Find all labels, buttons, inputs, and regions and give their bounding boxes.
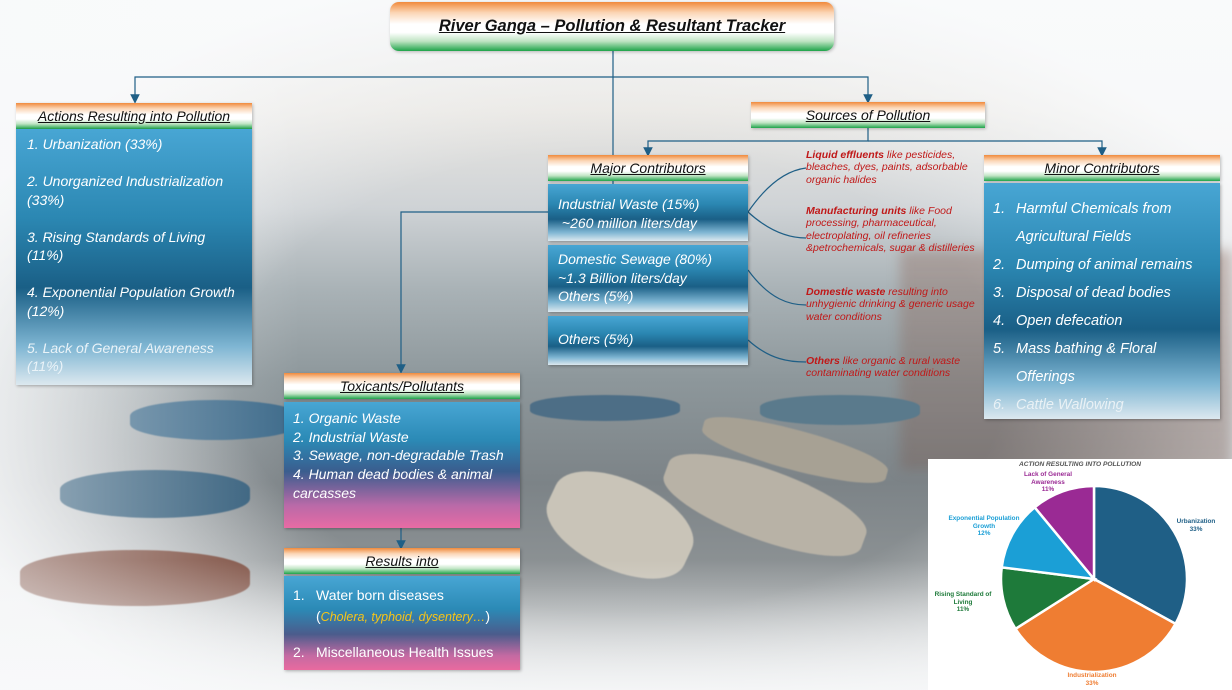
note-text: like pesticides, bleaches, dyes, paints,…	[806, 149, 968, 186]
minor-item: 4. Open defecation	[993, 307, 1210, 335]
actions-item: 1. Urbanization (33%)	[27, 136, 163, 152]
toxicant-item: 3. Sewage, non-degradable Trash	[293, 447, 504, 464]
note-others: Others like organic & rural waste contam…	[806, 355, 986, 380]
note-text: like Food processing, pharmaceutical, el…	[806, 205, 975, 255]
minor-item: 6. Cattle Wallowing	[993, 391, 1210, 419]
note-bold: Others	[806, 355, 840, 367]
pie-slice-urbanization	[1092, 484, 1189, 626]
slice-label-name: Exponential Population Growth	[948, 515, 1020, 530]
result-item: 2. Miscellaneous Health Issues	[293, 642, 514, 662]
minor-item-text: Disposal of dead bodies	[1016, 285, 1171, 301]
others-label: Others (5%)	[558, 331, 634, 347]
actions-item: 2. Unorganized Industrialization (33%)	[27, 173, 224, 208]
minor-item-number: 4.	[993, 313, 1006, 329]
toxicants-header: Toxicants/Pollutants	[284, 373, 520, 399]
minor-item-number: 6.	[993, 397, 1006, 413]
boat	[760, 395, 920, 425]
slice-label-name: Urbanization	[1176, 518, 1216, 525]
result-item-number: 2.	[293, 644, 305, 660]
note-liquid-effluents: Liquid effluents like pesticides, bleach…	[806, 149, 986, 186]
minor-item-number: 2.	[993, 257, 1006, 273]
pie-slice-industrialization	[1013, 577, 1178, 674]
industrial-waste-box: Industrial Waste (15%) ~260 million lite…	[548, 184, 748, 241]
minor-item-text: Dumping of animal remains	[1016, 257, 1193, 273]
chart-title: ACTION RESULTING INTO POLLUTION	[1018, 461, 1142, 468]
paren-open: (	[316, 608, 321, 624]
minor-item-number: 3.	[993, 285, 1006, 301]
slice-label-pct: 33%	[1085, 679, 1099, 687]
result-item-number: 1.	[293, 587, 305, 603]
page-title: River Ganga – Pollution & Resultant Trac…	[390, 2, 834, 51]
actions-item: 3. Rising Standards of Living (11%)	[27, 228, 206, 264]
minor-item: 5. Mass bathing & Floral Offerings	[993, 335, 1210, 391]
minor-item-number: 5.	[993, 341, 1006, 357]
slice-label-name: Lack of General Awareness	[1024, 471, 1072, 486]
pie-chart	[999, 484, 1189, 674]
minor-item: 3. Disposal of dead bodies	[993, 279, 1210, 307]
boat	[530, 395, 680, 421]
pie-slice-exponential-population-growth	[1000, 505, 1097, 581]
toxicant-item: 1. Organic Waste	[293, 410, 401, 426]
actions-header: Actions Resulting into Pollution	[16, 103, 252, 129]
result-item: 1. Water born diseases (Cholera, typhoid…	[293, 585, 514, 627]
minor-item-text: Harmful Chemicals from Agricultural Fiel…	[1016, 201, 1172, 245]
minor-contributors-header: Minor Contributors	[984, 155, 1220, 181]
sources-header: Sources of Pollution	[751, 102, 985, 128]
slice-label-name: Rising Standard of Living	[934, 591, 992, 606]
domestic-sewage-others: Others (5%)	[558, 288, 634, 304]
pie-slice-lack-of-general-awareness	[1032, 484, 1096, 583]
note-manufacturing-units: Manufacturing units like Food processing…	[806, 205, 986, 255]
disease-examples: Cholera, typhoid, dysentery…	[320, 610, 486, 624]
results-list: 1. Water born diseases (Cholera, typhoid…	[284, 576, 520, 670]
note-text: like organic & rural waste contaminating…	[806, 355, 961, 380]
industrial-waste-label: Industrial Waste (15%)	[558, 196, 700, 212]
slice-label-pct: 33%	[1189, 525, 1203, 533]
actions-item: 4. Exponential Population Growth (12%)	[27, 284, 235, 319]
slice-label-pct: 12%	[977, 530, 991, 538]
slice-label-pct: 11%	[956, 606, 970, 614]
results-header: Results into	[284, 548, 520, 574]
actions-item: 5. Lack of General Awareness (11%)	[27, 339, 214, 375]
pie-chart-panel: ACTION RESULTING INTO POLLUTION Urbaniza…	[928, 459, 1232, 690]
toxicants-list: 1. Organic Waste 2. Industrial Waste 3. …	[284, 402, 520, 528]
minor-item: 2. Dumping of animal remains	[993, 251, 1210, 279]
domestic-sewage-box: Domestic Sewage (80%) ~1.3 Billion liter…	[548, 245, 748, 312]
note-bold: Manufacturing units	[806, 205, 907, 217]
paren-close: )	[485, 608, 491, 624]
result-item-text: Miscellaneous Health Issues	[316, 644, 494, 660]
slice-label-pct: 11%	[1041, 486, 1055, 494]
domestic-sewage-label: Domestic Sewage (80%)	[558, 251, 713, 267]
minor-item-text: Mass bathing & Floral Offerings	[1016, 341, 1157, 385]
result-item-text: Water born diseases	[316, 587, 444, 603]
note-bold: Liquid effluents	[806, 149, 884, 161]
slice-label-name: Industrialization	[1067, 672, 1117, 679]
toxicant-item: 4. Human dead bodies & animal carcasses	[293, 466, 493, 501]
industrial-waste-volume: ~260 million liters/day	[558, 214, 697, 231]
major-contributors-header: Major Contributors	[548, 155, 748, 181]
note-domestic-waste: Domestic waste resulting into unhygienic…	[806, 286, 986, 323]
minor-item: 1. Harmful Chemicals from Agricultural Fi…	[993, 195, 1210, 251]
minor-item-number: 1.	[993, 201, 1006, 217]
note-text: resulting into unhygienic drinking & gen…	[806, 286, 975, 323]
actions-list: 1. Urbanization (33%) 2. Unorganized Ind…	[16, 129, 252, 385]
minor-item-text: Cattle Wallowing	[1016, 397, 1124, 413]
minor-contributors-list: 1. Harmful Chemicals from Agricultural Fi…	[984, 183, 1220, 419]
domestic-sewage-volume: ~1.3 Billion liters/day	[558, 269, 687, 286]
minor-item-text: Open defecation	[1016, 313, 1123, 329]
note-bold: Domestic waste	[806, 286, 886, 298]
result-item-examples: (Cholera, typhoid, dysentery…)	[316, 606, 490, 627]
others-box: Others (5%)	[548, 316, 748, 365]
toxicant-item: 2. Industrial Waste	[293, 428, 409, 445]
